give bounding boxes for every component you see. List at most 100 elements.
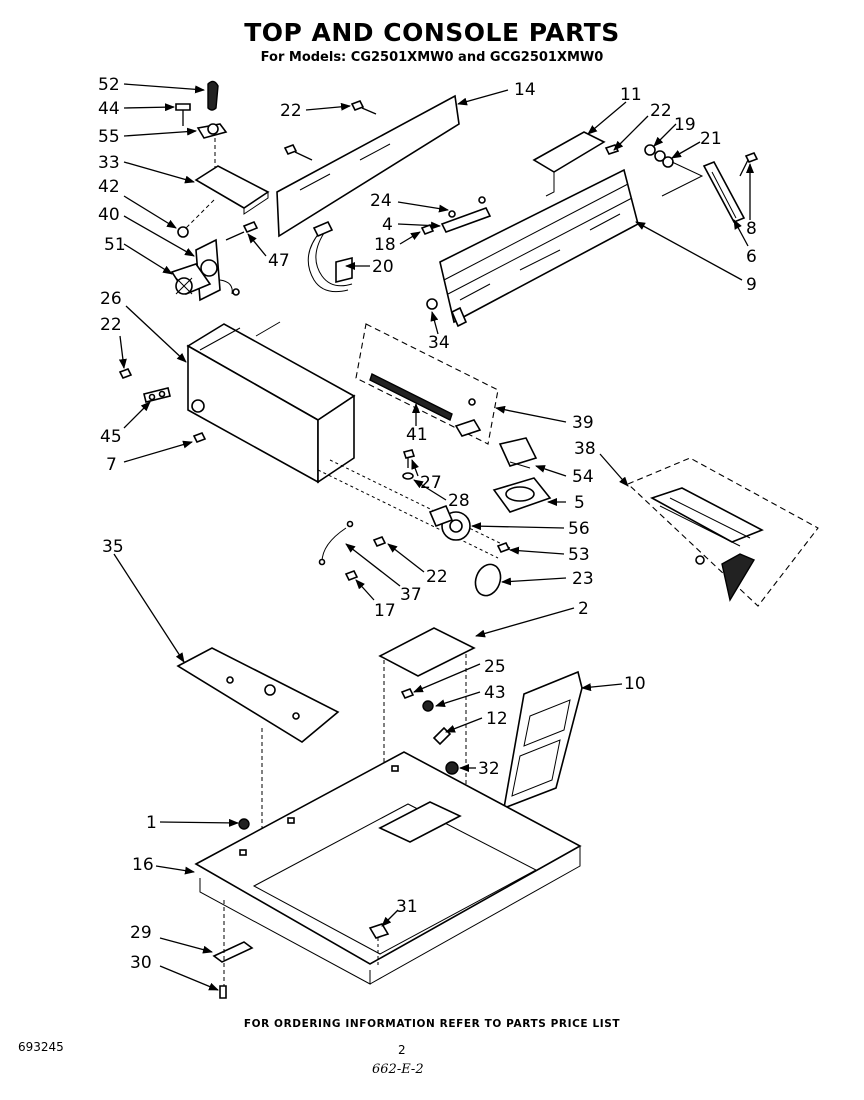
callout-54: 54 (572, 467, 594, 487)
part-56-knob (428, 504, 471, 541)
part-39-panel-group (355, 323, 499, 445)
callout-32: 32 (478, 759, 500, 779)
callout-38: 38 (574, 439, 596, 459)
callout-42: 42 (98, 177, 120, 197)
callout-30: 30 (130, 953, 152, 973)
handwritten-code: 662-E-2 (372, 1062, 424, 1077)
callout-19: 19 (674, 115, 696, 135)
callout-22-d: 22 (426, 567, 448, 587)
part-12-clip (432, 726, 452, 746)
models-subtitle: For Models: CG2501XMW0 and GCG2501XMW0 (260, 50, 604, 65)
part-42-nut (177, 226, 189, 238)
part-16-top-panel (194, 751, 582, 985)
callout-5: 5 (574, 493, 585, 513)
callout-40: 40 (98, 205, 120, 225)
callout-35: 35 (102, 537, 124, 557)
part-5-housing (492, 477, 552, 513)
part-28-washer (402, 472, 414, 480)
callout-45: 45 (100, 427, 122, 447)
callout-28: 28 (448, 491, 470, 511)
callout-1: 1 (146, 813, 157, 833)
page-number: 2 (398, 1043, 406, 1057)
part-22-screw-housing (118, 367, 133, 380)
callout-22-a: 22 (280, 101, 302, 121)
callout-25: 25 (484, 657, 506, 677)
part-26-control-housing (186, 321, 511, 559)
part-1-nut (238, 818, 250, 830)
part-47-screw (225, 220, 259, 241)
callout-56: 56 (568, 519, 590, 539)
part-20-harness (307, 220, 353, 293)
part-17-screw (344, 569, 359, 582)
part-2-lint-cover (378, 627, 476, 836)
callout-17: 17 (374, 601, 396, 621)
part-45-bracket (143, 387, 171, 403)
callout-16: 16 (132, 855, 154, 875)
part-40-switch (195, 238, 240, 302)
part-33-plate (185, 165, 270, 229)
part-27-screw (402, 449, 416, 468)
callout-10: 10 (624, 674, 646, 694)
part-4-bracket (440, 196, 492, 233)
part-9-console (439, 168, 639, 328)
part-14-console-back (276, 94, 460, 238)
part-25-screw (400, 687, 415, 700)
callout-39: 39 (572, 413, 594, 433)
callout-53: 53 (568, 545, 590, 565)
document-number: 693245 (18, 1040, 64, 1054)
part-30-screw (219, 985, 227, 999)
callout-2: 2 (578, 599, 589, 619)
part-38-control-assembly (627, 457, 819, 607)
callout-44: 44 (98, 99, 120, 119)
part-drawings (118, 80, 819, 999)
ordering-info-footer: FOR ORDERING INFORMATION REFER TO PARTS … (243, 1018, 621, 1030)
callout-22-b: 22 (650, 101, 672, 121)
callout-20: 20 (372, 257, 394, 277)
part-52-knob (196, 80, 228, 168)
part-7-screw (192, 431, 207, 444)
callout-33: 33 (98, 153, 120, 173)
part-22-screw-lower (372, 535, 387, 548)
callout-41: 41 (406, 425, 428, 445)
callout-9: 9 (746, 275, 757, 295)
part-18-screw (420, 223, 435, 236)
part-31-foot (368, 923, 390, 966)
callout-34: 34 (428, 333, 450, 353)
callout-24: 24 (370, 191, 392, 211)
callout-14: 14 (514, 80, 536, 100)
part-51-timer (170, 263, 212, 295)
page-title: TOP AND CONSOLE PARTS (244, 18, 620, 47)
callout-4: 4 (382, 215, 393, 235)
part-6-endcap (702, 160, 746, 224)
part-54-slide (498, 437, 538, 469)
callout-18: 18 (374, 235, 396, 255)
part-34-screw (426, 298, 438, 310)
callout-55: 55 (98, 127, 120, 147)
callout-11: 11 (620, 85, 642, 105)
callout-52: 52 (98, 75, 120, 95)
part-44-screw (175, 103, 191, 126)
callout-7: 7 (106, 455, 117, 475)
part-29-bracket (212, 900, 254, 986)
part-53-screw (496, 541, 511, 554)
callout-51: 51 (104, 235, 126, 255)
part-43-nut (422, 700, 434, 712)
callout-27: 27 (420, 473, 442, 493)
callout-29: 29 (130, 923, 152, 943)
part-10-lint-screen (502, 670, 583, 810)
callout-37: 37 (400, 585, 422, 605)
callout-31: 31 (396, 897, 418, 917)
part-19-sockets (644, 144, 704, 197)
callout-12: 12 (486, 709, 508, 729)
part-22-screw-left (283, 143, 313, 161)
callout-6: 6 (746, 247, 757, 267)
callout-43: 43 (484, 683, 506, 703)
callout-47: 47 (268, 251, 290, 271)
callout-26: 26 (100, 289, 122, 309)
part-22-screw-top (350, 99, 377, 115)
callout-8: 8 (746, 219, 757, 239)
part-11-bracket (532, 131, 606, 197)
part-23-cap (474, 563, 502, 597)
